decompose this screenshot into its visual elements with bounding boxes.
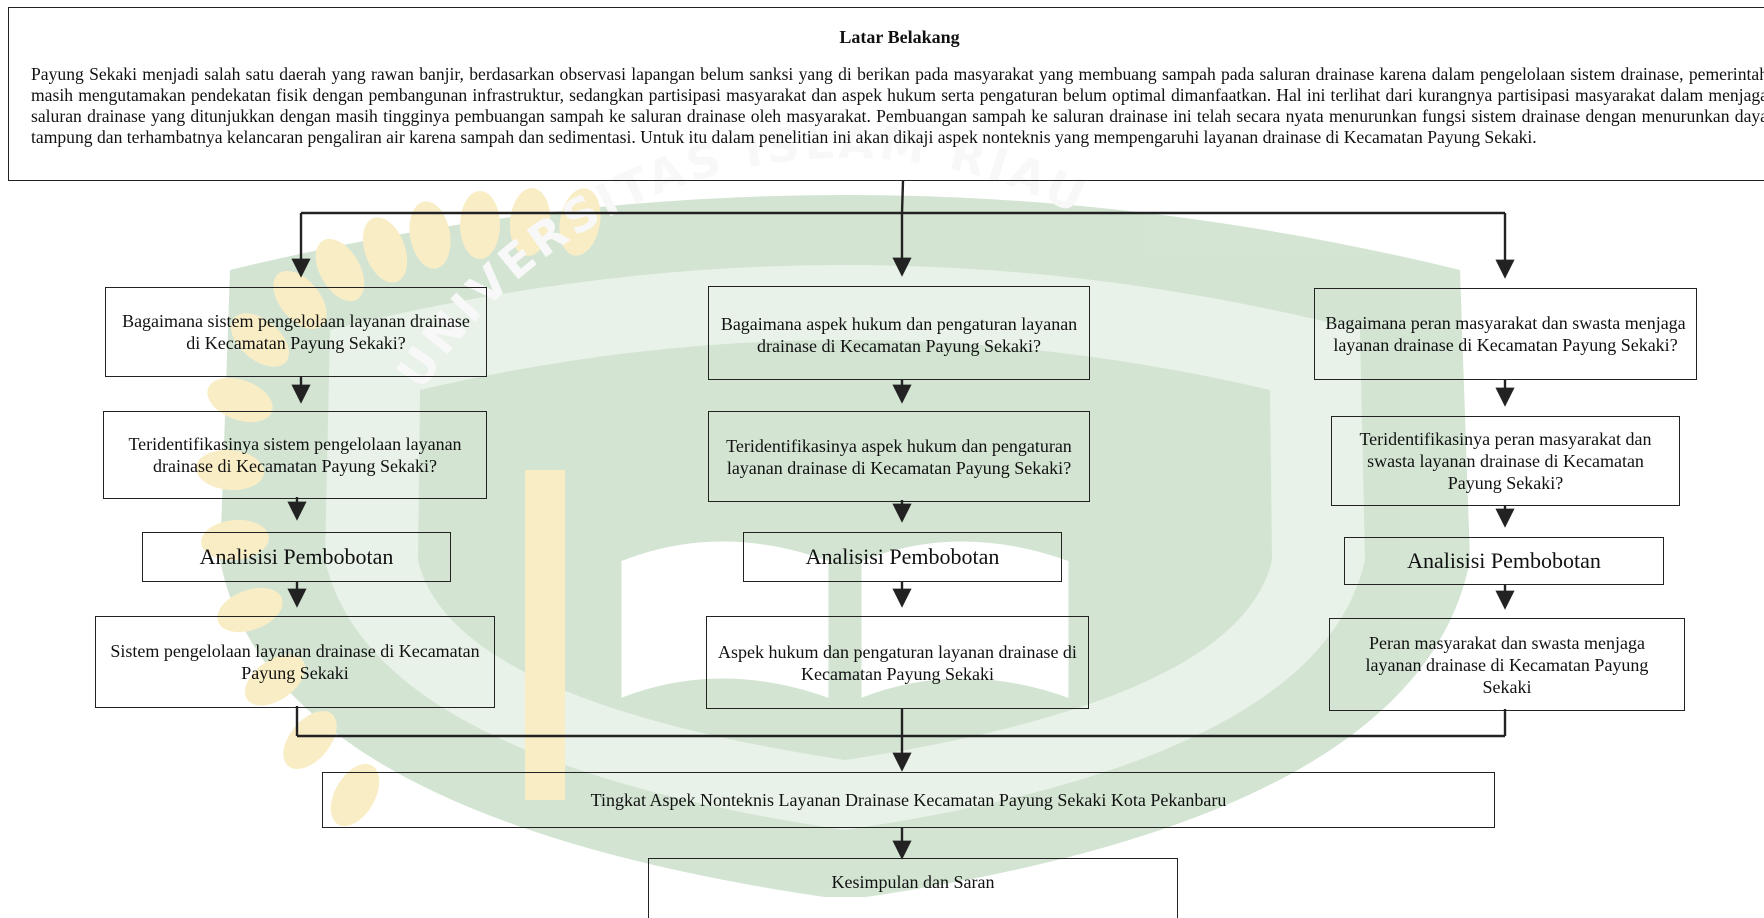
question-box-1: Bagaimana sistem pengelolaan layanan dra…: [105, 287, 487, 377]
analysis-box-1: Analisisi Pembobotan: [142, 532, 451, 582]
identification-box-3: Teridentifikasinya peran masyarakat dan …: [1331, 416, 1680, 506]
background-text: Payung Sekaki menjadi salah satu daerah …: [31, 64, 1764, 147]
conclusion-box: Kesimpulan dan Saran: [648, 858, 1178, 918]
result-box-2: Aspek hukum dan pengaturan layanan drain…: [706, 616, 1089, 709]
synthesis-box: Tingkat Aspek Nonteknis Layanan Drainase…: [322, 772, 1495, 828]
identification-box-2: Teridentifikasinya aspek hukum dan penga…: [708, 411, 1090, 502]
analysis-box-3: Analisisi Pembobotan: [1344, 537, 1664, 585]
analysis-box-2: Analisisi Pembobotan: [743, 532, 1062, 582]
question-box-2: Bagaimana aspek hukum dan pengaturan lay…: [708, 286, 1090, 380]
result-box-3: Peran masyarakat dan swasta menjaga laya…: [1329, 618, 1685, 711]
identification-box-1: Teridentifikasinya sistem pengelolaan la…: [103, 411, 487, 499]
result-box-1: Sistem pengelolaan layanan drainase di K…: [95, 616, 495, 708]
background-title: Latar Belakang: [839, 27, 960, 47]
background-box: Latar Belakang Payung Sekaki menjadi sal…: [8, 7, 1764, 181]
question-box-3: Bagaimana peran masyarakat dan swasta me…: [1314, 288, 1697, 380]
trunk-line: [900, 180, 905, 214]
